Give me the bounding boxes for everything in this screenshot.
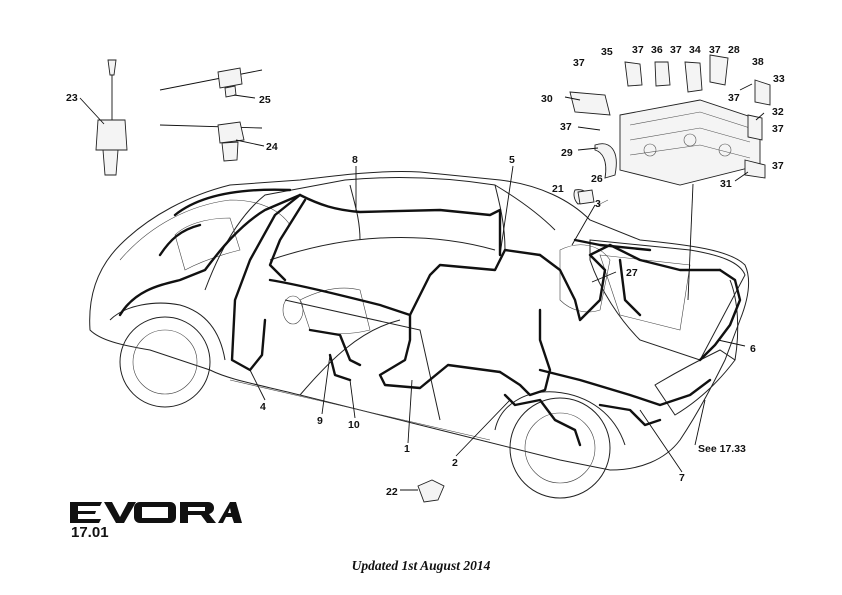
callout-37: 37	[772, 160, 784, 172]
callout-26: 26	[591, 173, 603, 185]
callout-7: 7	[679, 472, 685, 484]
callout-37: 37	[709, 44, 721, 56]
callout-28: 28	[728, 44, 740, 56]
callout-34: 34	[689, 44, 701, 56]
callout-29: 29	[561, 147, 573, 159]
callout-24: 24	[266, 141, 278, 153]
callout-37: 37	[670, 44, 682, 56]
callout-9: 9	[317, 415, 323, 427]
callout-21: 21	[552, 183, 564, 195]
wiring-harness-lines	[118, 188, 742, 447]
car-body-outline	[89, 171, 750, 499]
callout-31: 31	[720, 178, 732, 190]
callout-2: 2	[452, 457, 458, 469]
callout-3: 3	[595, 198, 601, 210]
callout-23: 23	[66, 92, 78, 104]
callout-leaders	[79, 83, 765, 491]
callout-labels: 1 2 3 4 5 6 7 8 9 10 21 22 23 24 25 26 2…	[66, 44, 785, 498]
callout-22: 22	[386, 486, 398, 498]
callout-33: 33	[773, 73, 785, 85]
bracket-inset	[569, 54, 771, 301]
see-reference-label: See 17.33	[698, 443, 746, 455]
callout-36: 36	[651, 44, 663, 56]
callout-1: 1	[404, 443, 410, 455]
page-number: 17.01	[71, 524, 109, 541]
callout-37: 37	[632, 44, 644, 56]
clip-inset	[95, 59, 609, 503]
updated-footer: Updated 1st August 2014	[351, 558, 491, 573]
callout-37: 37	[772, 123, 784, 135]
callout-32: 32	[772, 106, 784, 118]
callout-35: 35	[601, 46, 613, 58]
callout-27: 27	[626, 267, 638, 279]
callout-37: 37	[728, 92, 740, 104]
callout-4: 4	[260, 401, 266, 413]
callout-10: 10	[348, 419, 360, 431]
callout-8: 8	[352, 154, 358, 166]
callout-37: 37	[573, 57, 585, 69]
callout-38: 38	[752, 56, 764, 68]
callout-25: 25	[259, 94, 271, 106]
callout-6: 6	[750, 343, 756, 355]
callout-30: 30	[541, 93, 553, 105]
callout-5: 5	[509, 154, 515, 166]
evora-logo	[70, 502, 242, 523]
callout-37: 37	[560, 121, 572, 133]
